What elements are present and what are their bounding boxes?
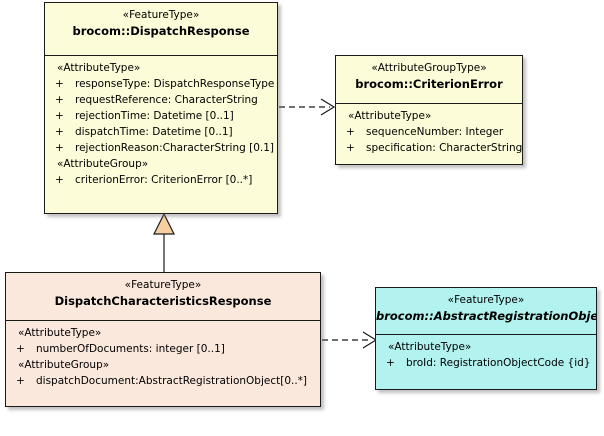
attribute-text: broId: RegistrationObjectCode {id} bbox=[406, 357, 591, 369]
attribute-row[interactable]: + responseType: DispatchResponseType bbox=[45, 76, 277, 92]
visibility-marker: + bbox=[16, 375, 25, 387]
attribute-row[interactable]: + sequenceNumber: Integer bbox=[336, 124, 522, 140]
class-name: brocom::AbstractRegistrationObject bbox=[376, 309, 597, 323]
hollow-triangle-arrowhead bbox=[153, 212, 175, 235]
class-box-criterion-error[interactable]: «AttributeGroupType» brocom::CriterionEr… bbox=[335, 55, 523, 165]
attribute-group-label: «AttributeType» bbox=[388, 341, 472, 353]
visibility-marker: + bbox=[346, 126, 355, 138]
class-body-criterion-error: «AttributeType» + sequenceNumber: Intege… bbox=[336, 104, 522, 164]
class-header-dispatch-response: «FeatureType» brocom::DispatchResponse bbox=[45, 3, 277, 56]
visibility-marker: + bbox=[55, 78, 64, 90]
attribute-text: rejectionReason:CharacterString [0.1] bbox=[75, 142, 275, 154]
class-body-dispatch-response: «AttributeType» + responseType: Dispatch… bbox=[45, 56, 277, 213]
class-stereotype: «FeatureType» bbox=[124, 279, 202, 291]
class-box-abstract-registration-object[interactable]: «FeatureType» brocom::AbstractRegistrati… bbox=[375, 287, 597, 390]
attribute-text: criterionError: CriterionError [0..*] bbox=[75, 174, 253, 186]
visibility-marker: + bbox=[16, 343, 25, 355]
visibility-marker: + bbox=[55, 110, 64, 122]
class-name: brocom::CriterionError bbox=[355, 77, 503, 91]
attribute-row[interactable]: + criterionError: CriterionError [0..*] bbox=[45, 172, 277, 188]
attribute-text: responseType: DispatchResponseType bbox=[75, 78, 275, 90]
visibility-marker: + bbox=[55, 142, 64, 154]
attribute-row[interactable]: + dispatchTime: Datetime [0..1] bbox=[45, 124, 277, 140]
class-stereotype: «FeatureType» bbox=[447, 294, 525, 306]
attribute-text: rejectionTime: Datetime [0..1] bbox=[75, 110, 234, 122]
attribute-row[interactable]: + dispatchDocument:AbstractRegistrationO… bbox=[6, 373, 320, 389]
attribute-group-label: «AttributeType» bbox=[18, 327, 102, 339]
class-stereotype: «AttributeGroupType» bbox=[371, 62, 487, 74]
attribute-text: specification: CharacterString bbox=[366, 142, 523, 154]
attribute-group-label: «AttributeType» bbox=[57, 62, 141, 74]
class-header-dispatch-characteristics-response: «FeatureType» DispatchCharacteristicsRes… bbox=[6, 273, 320, 321]
visibility-marker: + bbox=[386, 357, 395, 369]
attribute-group-label: «AttributeType» bbox=[348, 110, 432, 122]
class-header-abstract-registration-object: «FeatureType» brocom::AbstractRegistrati… bbox=[376, 288, 596, 335]
attribute-group-label: «AttributeGroup» bbox=[57, 158, 149, 170]
attribute-text: requestReference: CharacterString bbox=[75, 94, 258, 106]
class-header-criterion-error: «AttributeGroupType» brocom::CriterionEr… bbox=[336, 56, 522, 104]
attribute-text: dispatchTime: Datetime [0..1] bbox=[75, 126, 233, 138]
class-stereotype: «FeatureType» bbox=[122, 9, 200, 21]
visibility-marker: + bbox=[55, 126, 64, 138]
attribute-text: numberOfDocuments: integer [0..1] bbox=[36, 343, 225, 355]
attribute-row[interactable]: + numberOfDocuments: integer [0..1] bbox=[6, 341, 320, 357]
class-body-dispatch-characteristics-response: «AttributeType» + numberOfDocuments: int… bbox=[6, 321, 320, 406]
class-body-abstract-registration-object: «AttributeType» + broId: RegistrationObj… bbox=[376, 335, 596, 389]
class-name: DispatchCharacteristicsResponse bbox=[54, 294, 272, 308]
class-box-dispatch-response[interactable]: «FeatureType» brocom::DispatchResponse «… bbox=[44, 2, 278, 214]
attribute-group-label: «AttributeGroup» bbox=[18, 359, 110, 371]
visibility-marker: + bbox=[55, 94, 64, 106]
visibility-marker: + bbox=[55, 174, 64, 186]
attribute-text: sequenceNumber: Integer bbox=[366, 126, 504, 138]
visibility-marker: + bbox=[346, 142, 355, 154]
attribute-row[interactable]: + rejectionTime: Datetime [0..1] bbox=[45, 108, 277, 124]
attribute-row[interactable]: + requestReference: CharacterString bbox=[45, 92, 277, 108]
dependency-characteristics-to-abstractregistrationobject bbox=[322, 331, 378, 349]
attribute-row[interactable]: + rejectionReason:CharacterString [0.1] bbox=[45, 140, 277, 156]
class-box-dispatch-characteristics-response[interactable]: «FeatureType» DispatchCharacteristicsRes… bbox=[5, 272, 321, 407]
class-name: brocom::DispatchResponse bbox=[72, 24, 250, 38]
attribute-row[interactable]: + broId: RegistrationObjectCode {id} bbox=[376, 355, 596, 371]
open-arrowhead-top bbox=[320, 98, 336, 116]
generalization-characteristics-to-dispatchresponse bbox=[153, 212, 175, 272]
dependency-dispatchresponse-to-criterionerror bbox=[279, 98, 336, 116]
attribute-text: dispatchDocument:AbstractRegistrationObj… bbox=[36, 375, 308, 387]
attribute-row[interactable]: + specification: CharacterString bbox=[336, 140, 522, 156]
